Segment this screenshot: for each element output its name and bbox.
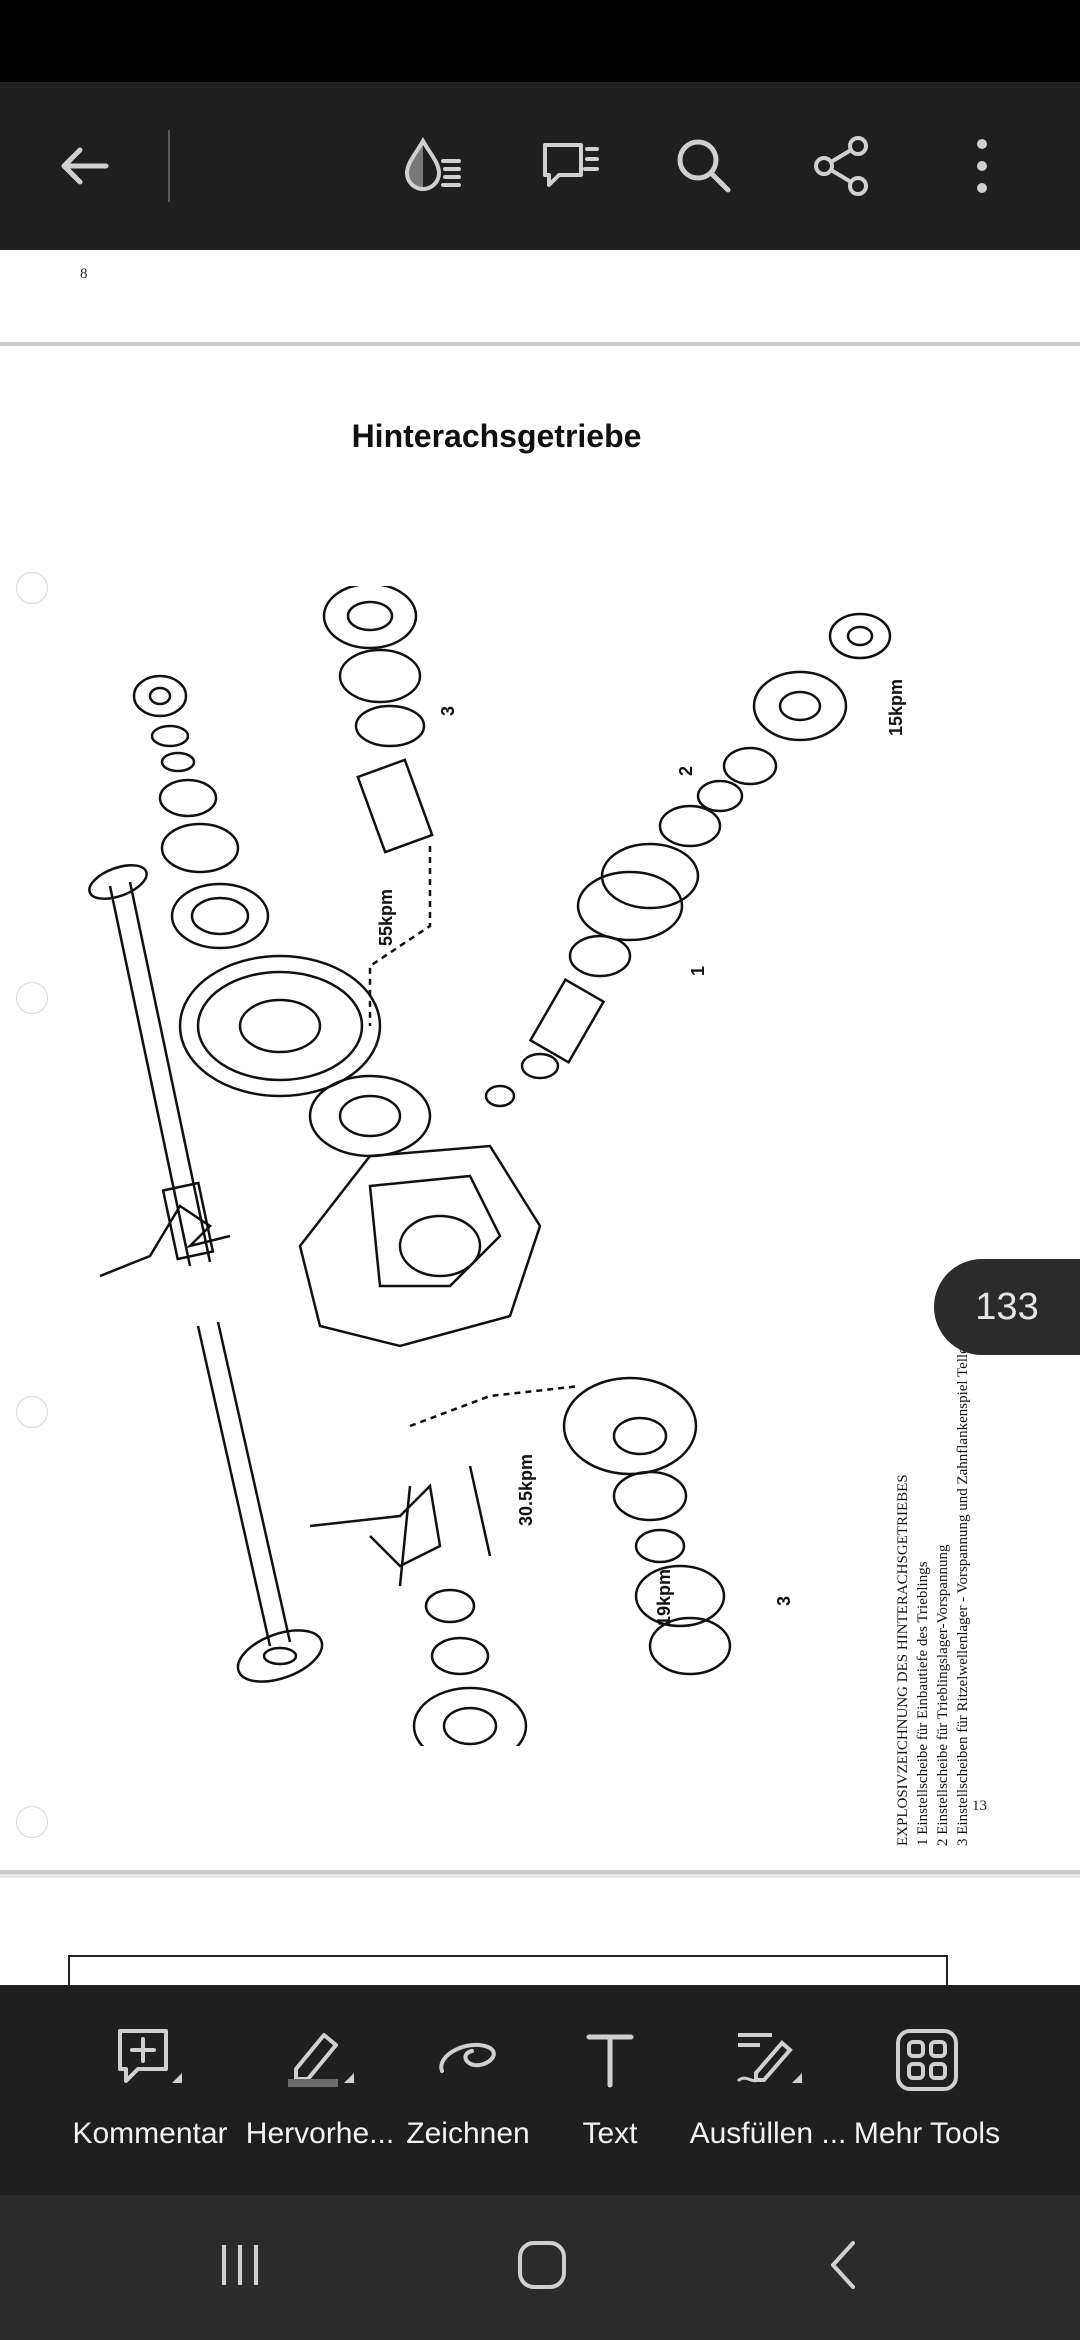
figure-caption: EXPLOSIVZEICHNUNG DES HINTERACHSGETRIEBE… (893, 1323, 973, 1846)
back-arrow-icon[interactable] (42, 124, 126, 208)
home-icon[interactable] (492, 2225, 592, 2305)
highlighter-icon (235, 2025, 405, 2095)
next-page (0, 1878, 1080, 1985)
status-bar-area (0, 0, 1080, 82)
torque-label: 15kpm (886, 679, 906, 736)
exploded-view-drawing: 55kpm 15kpm 30.5kpm 19kpm 1 2 3 3 (88, 586, 906, 1746)
caption-line: 3 Einstellscheiben für Ritzelwellenlager… (955, 1323, 971, 1846)
draw-icon (383, 2025, 553, 2095)
tool-label: Text (582, 2117, 638, 2150)
reading-mode-icon[interactable] (390, 124, 474, 208)
page-number: 13 (972, 1798, 987, 1814)
tool-label: Hervorhe... (245, 2117, 395, 2150)
callout-number: 3 (438, 706, 458, 716)
text-tool-button[interactable]: Text (525, 1985, 695, 2195)
document-page: Hinterachsgetriebe (0, 346, 1080, 1874)
punch-hole (16, 1806, 48, 1838)
toolbar-divider (168, 130, 170, 202)
tool-label: Mehr Tools (853, 2117, 1001, 2150)
highlight-tool-button[interactable]: Hervorhe... (235, 1985, 405, 2195)
system-navigation-bar (0, 2195, 1080, 2340)
caption-line: 1 Einstellscheibe für Einbautiefe des Tr… (915, 1561, 931, 1846)
fill-sign-icon (683, 2025, 853, 2095)
torque-label: 30.5kpm (516, 1454, 536, 1526)
callout-number: 3 (774, 1596, 794, 1606)
torque-label: 19kpm (654, 1569, 674, 1626)
punch-hole (16, 1396, 48, 1428)
punch-hole (16, 572, 48, 604)
tool-label: Zeichnen (406, 2117, 530, 2150)
caption-line: 2 Einstellscheibe für Trieblingslager-Vo… (935, 1544, 951, 1846)
comment-list-icon[interactable] (528, 124, 612, 208)
more-tools-button[interactable]: Mehr Tools (842, 1985, 1012, 2195)
caption-line: EXPLOSIVZEICHNUNG DES HINTERACHSGETRIEBE… (895, 1474, 911, 1846)
torque-label: 55kpm (376, 889, 396, 946)
search-icon[interactable] (662, 124, 746, 208)
comment-add-icon (65, 2025, 235, 2095)
fill-sign-tool-button[interactable]: Ausfüllen ... (683, 1985, 853, 2195)
callout-number: 1 (688, 966, 708, 976)
draw-tool-button[interactable]: Zeichnen (383, 1985, 553, 2195)
recent-apps-icon[interactable] (190, 2225, 290, 2305)
page-title: Hinterachsgetriebe (351, 418, 642, 454)
top-app-bar (0, 82, 1080, 250)
document-viewer[interactable]: 8 Hinterachsgetriebe (0, 250, 1080, 1985)
bottom-toolbar: Kommentar Hervorhe... Zeichnen Text Ausf… (0, 1985, 1080, 2195)
punch-hole (16, 982, 48, 1014)
more-vertical-icon[interactable] (940, 124, 1024, 208)
callout-number: 2 (676, 766, 696, 776)
share-icon[interactable] (800, 124, 884, 208)
previous-page: 8 (0, 250, 1080, 346)
text-icon (525, 2025, 695, 2095)
back-icon[interactable] (795, 2225, 895, 2305)
page-number: 8 (80, 266, 88, 282)
tool-label: Kommentar (72, 2117, 228, 2150)
comment-tool-button[interactable]: Kommentar (65, 1985, 235, 2195)
page-frame (68, 1955, 948, 1985)
page-number-badge[interactable]: 133 (934, 1259, 1080, 1355)
tool-label: Ausfüllen ... (689, 2117, 847, 2150)
more-tools-grid-icon (842, 2025, 1012, 2095)
